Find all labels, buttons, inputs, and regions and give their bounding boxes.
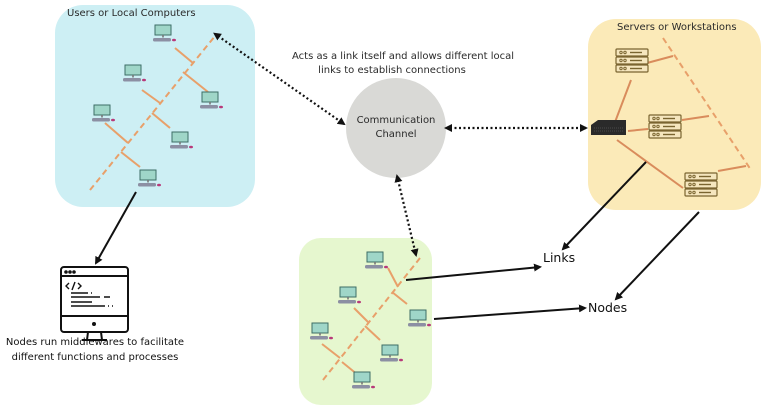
- server-icon: [648, 114, 682, 139]
- local-channel-connector: [394, 174, 419, 257]
- links-arrow-from-local: [405, 263, 542, 281]
- links-arrow-from-servers: [561, 161, 647, 251]
- users-channel-connector: [213, 32, 346, 126]
- network-switch-icon: [591, 120, 626, 135]
- server-icon: [684, 172, 718, 197]
- channel-caption: Acts as a link itself and allows differe…: [292, 50, 515, 78]
- nodes-arrow-from-local: [433, 304, 587, 320]
- channel-label-line1: Communication: [356, 115, 436, 126]
- nodes-label: Nodes: [588, 300, 628, 315]
- middleware-caption-line1: Nodes run middlewares to facilitate: [5, 337, 185, 348]
- communication-channel: [346, 78, 446, 178]
- users-group-title: Users or Local Computers: [67, 8, 196, 19]
- channel-caption-line1: Acts as a link itself and allows differe…: [292, 51, 515, 62]
- nodes-arrow-from-servers: [614, 211, 700, 301]
- links-label: Links: [543, 250, 576, 265]
- local-network-group: [299, 238, 432, 405]
- users-bus: [89, 35, 216, 191]
- servers-group-title: Servers or Workstations: [617, 22, 737, 33]
- channel-caption-line2: links to establish connections: [318, 65, 466, 76]
- code-monitor-icon: [60, 266, 129, 341]
- channel-label-line2: Channel: [375, 129, 417, 140]
- channel-label: Communication Channel: [346, 114, 446, 142]
- middleware-caption-line2: different functions and processes: [11, 352, 179, 363]
- users-group: [55, 5, 255, 207]
- local-bus: [321, 257, 421, 381]
- servers-bus: [611, 37, 752, 189]
- server-icon: [615, 48, 649, 73]
- middleware-caption: Nodes run middlewares to facilitate diff…: [0, 335, 190, 365]
- middleware-arrow: [95, 191, 137, 265]
